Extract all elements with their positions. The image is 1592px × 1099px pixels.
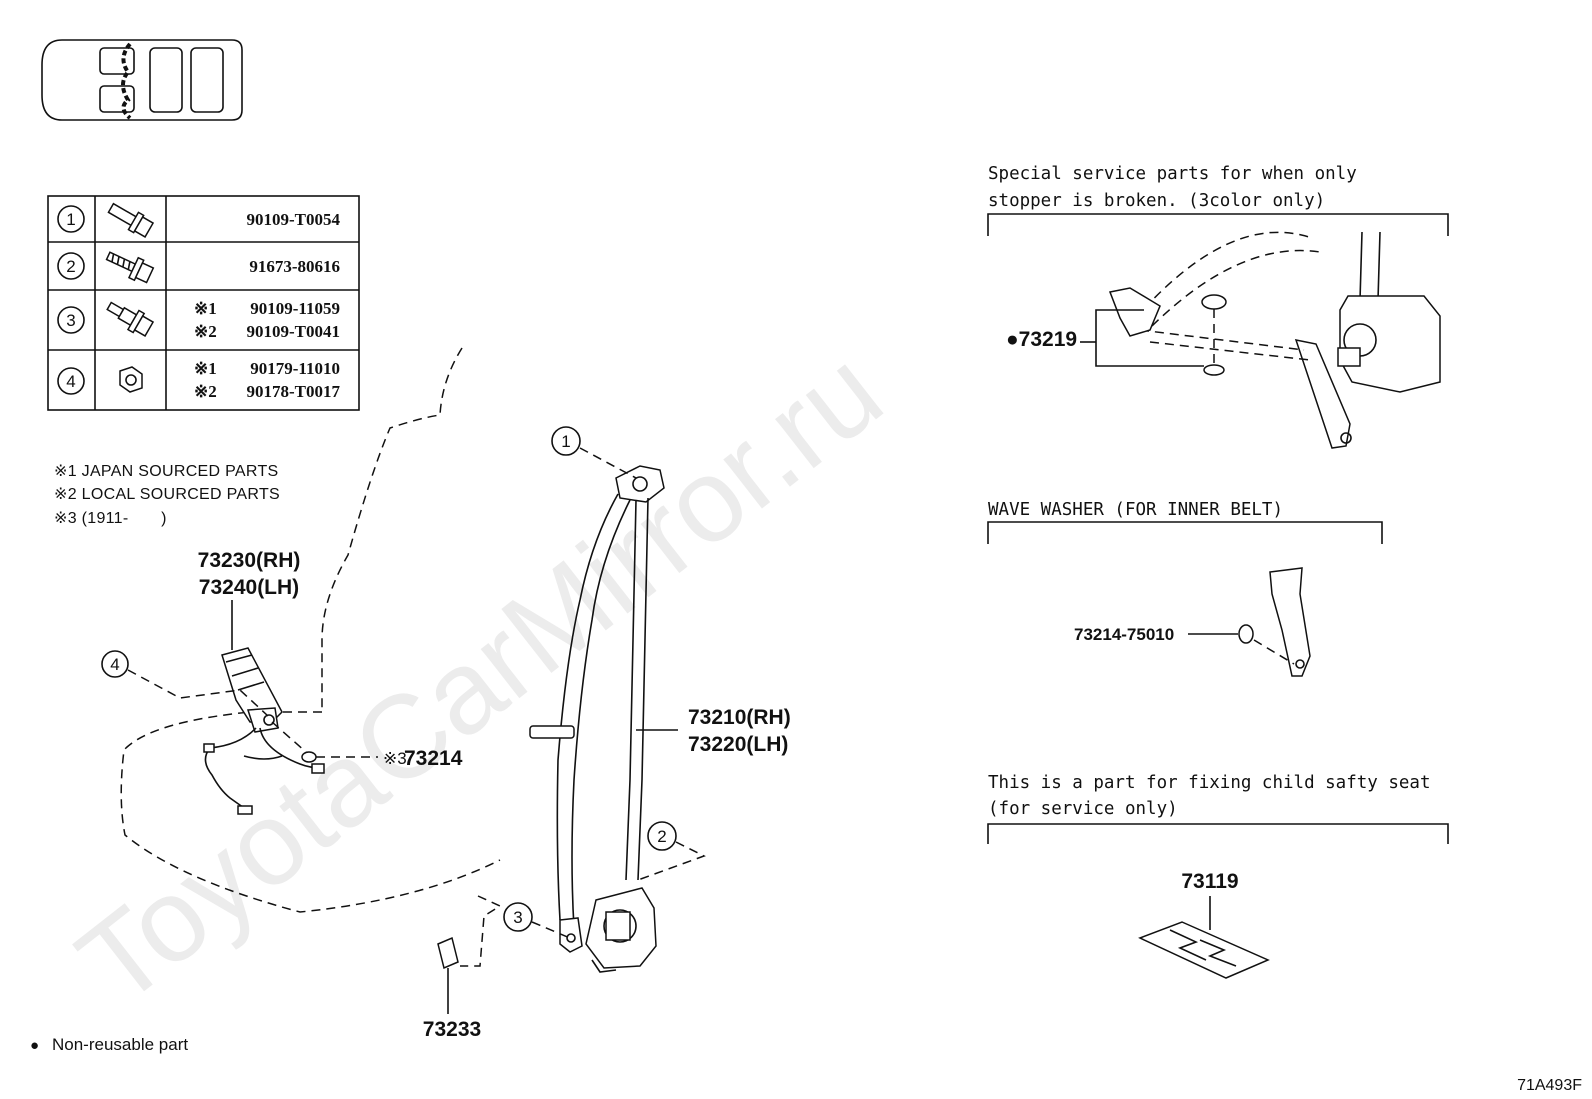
shoulder-belt-assembly <box>529 465 665 973</box>
note-local-sourced: ※2 LOCAL SOURCED PARTS <box>54 486 280 503</box>
part-number: 91673-80616 <box>249 257 340 276</box>
part-number: 90109-T0054 <box>247 210 341 229</box>
row-number: 4 <box>66 372 75 391</box>
child-seat-title-line2: (for service only) <box>988 799 1178 819</box>
stopper-title-line2: stopper is broken. (3color only) <box>988 191 1325 211</box>
wave-washer-title: WAVE WASHER (FOR INNER BELT) <box>988 500 1283 520</box>
source-mark: ※1 <box>194 299 217 318</box>
seat-outline <box>120 347 501 913</box>
callout-1 <box>551 426 581 456</box>
source-mark: ※2 <box>194 382 217 401</box>
wave-washer-section: WAVE WASHER (FOR INNER BELT) 73214-75010 <box>987 500 1383 677</box>
callout-4 <box>101 650 129 678</box>
belt-rh-label: 73210(RH) <box>688 706 791 729</box>
belt-lh-label: 73220(LH) <box>688 733 788 756</box>
cover-label: 73233 <box>423 1018 481 1041</box>
flange-bolt-icon <box>107 202 155 238</box>
source-mark: ※2 <box>194 322 217 341</box>
stopper-section: Special service parts for when only stop… <box>987 164 1449 449</box>
flange-nut-icon <box>119 366 143 393</box>
table-row: 1 90109-T0054 <box>57 202 341 238</box>
part-number: 90179-11010 <box>250 359 340 378</box>
buckle-lh-label: 73240(LH) <box>199 576 299 599</box>
table-row: 4 ※1 90179-11010 ※2 90178-T0017 <box>57 359 341 401</box>
child-seat-section: This is a part for fixing child safty se… <box>987 773 1449 979</box>
bolt-table: 1 90109-T0054 2 91673-80616 3 <box>47 195 360 411</box>
wave-washer-part <box>301 751 317 763</box>
callout-1-label: 1 <box>561 432 570 451</box>
non-reusable-legend: Non-reusable part <box>52 1035 188 1054</box>
row-number: 3 <box>66 311 75 330</box>
callout-2-label: 2 <box>657 827 666 846</box>
stopper-title-line1: Special service parts for when only <box>988 164 1357 184</box>
vehicle-seat-locator-icon <box>41 39 243 121</box>
table-row: 3 ※1 90109-11059 ※2 90109-T0041 <box>57 299 341 341</box>
wave-washer-part-label: 73214-75010 <box>1074 625 1174 644</box>
part-number: 90109-11059 <box>250 299 340 318</box>
note-date-range: ※3 (1911- ) <box>54 510 167 527</box>
seat-belt-buckle-assembly <box>203 647 325 815</box>
shoulder-bolt-icon <box>106 301 155 337</box>
source-mark: ※1 <box>194 359 217 378</box>
part-number: 90109-T0041 <box>247 322 341 341</box>
notes: ※1 JAPAN SOURCED PARTS ※2 LOCAL SOURCED … <box>54 463 280 527</box>
note-japan-sourced: ※1 JAPAN SOURCED PARTS <box>54 463 279 480</box>
tapping-bolt-icon <box>105 251 155 284</box>
row-number: 1 <box>66 210 75 229</box>
child-seat-part-label: 73119 <box>1181 870 1238 893</box>
watermark: ToyotaCarMirror.ru <box>55 325 906 1031</box>
stopper-part-label: ●73219 <box>1006 328 1077 351</box>
table-row: 2 91673-80616 <box>57 251 340 284</box>
buckle-rh-label: 73230(RH) <box>198 549 301 572</box>
callout-3-label: 3 <box>513 908 522 927</box>
non-reusable-bullet: ● <box>30 1037 39 1054</box>
washer-source-mark: ※3 <box>383 749 407 768</box>
washer-label: 73214 <box>404 747 463 770</box>
child-seat-title-line1: This is a part for fixing child safty se… <box>988 773 1431 793</box>
anchor-cover-part <box>437 936 459 970</box>
callout-2 <box>647 821 677 851</box>
part-number: 90178-T0017 <box>247 382 341 401</box>
row-number: 2 <box>66 257 75 276</box>
callout-3 <box>503 902 533 932</box>
callout-4-label: 4 <box>110 655 119 674</box>
figure-code: 71A493F <box>1517 1077 1582 1094</box>
